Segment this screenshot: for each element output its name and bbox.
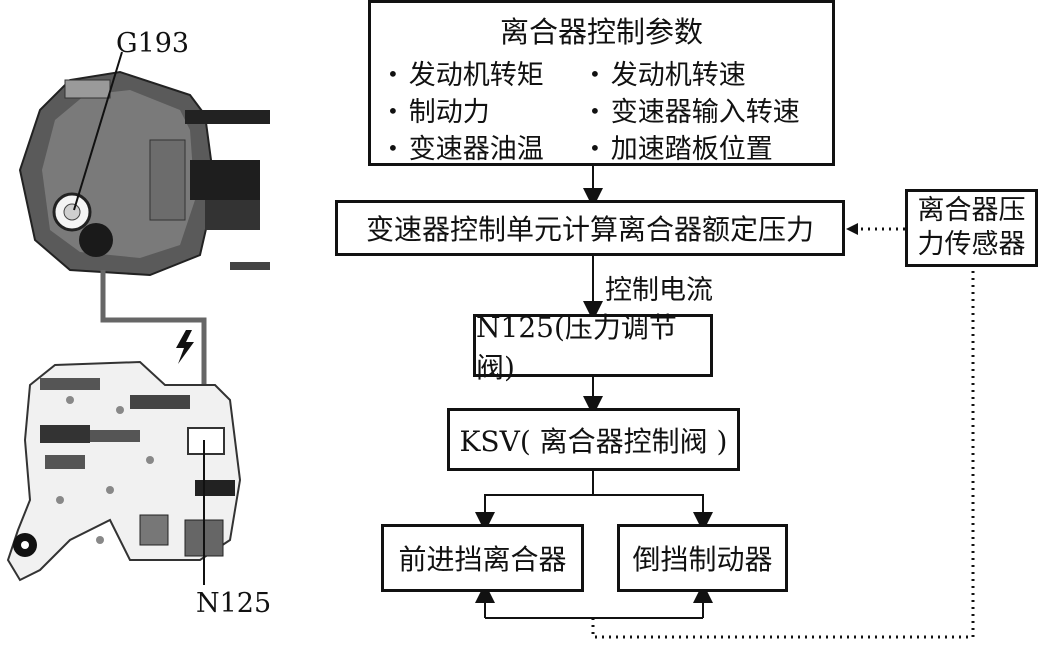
ksv-valve-box: KSV( 离合器控制阀 ) [447, 408, 740, 471]
param-item: •发动机转速 [589, 53, 746, 92]
reverse-brake-box: 倒挡制动器 [617, 524, 788, 592]
arrow-ksv-to-forward [485, 470, 593, 522]
params-title: 离合器控制参数 [371, 9, 832, 51]
bullet-icon: • [589, 62, 601, 86]
clutch-params-box: 离合器控制参数 •发动机转矩 •发动机转速 •制动力 •变速器输入转速 •变速器… [368, 0, 835, 166]
n125-valve-box: N125(压力调节阀) [473, 314, 713, 377]
bullet-icon: • [387, 99, 399, 123]
bullet-icon: • [589, 136, 601, 160]
tcu-calc-box: 变速器控制单元计算离合器额定压力 [335, 200, 845, 256]
sensor-arrowhead [846, 223, 858, 235]
forward-clutch-box: 前进挡离合器 [381, 524, 584, 592]
param-item: •变速器油温 [387, 127, 544, 166]
control-current-label: 控制电流 [605, 268, 713, 307]
pressure-sensor-box: 离合器压 力传感器 [905, 189, 1038, 267]
param-item: •发动机转矩 [387, 53, 544, 92]
arrow-ksv-to-reverse [593, 495, 703, 522]
bullet-icon: • [387, 136, 399, 160]
bullet-icon: • [387, 62, 399, 86]
param-item: •制动力 [387, 90, 490, 129]
param-item: •变速器输入转速 [589, 90, 800, 129]
bullet-icon: • [589, 99, 601, 123]
param-item: •加速踏板位置 [589, 127, 773, 166]
